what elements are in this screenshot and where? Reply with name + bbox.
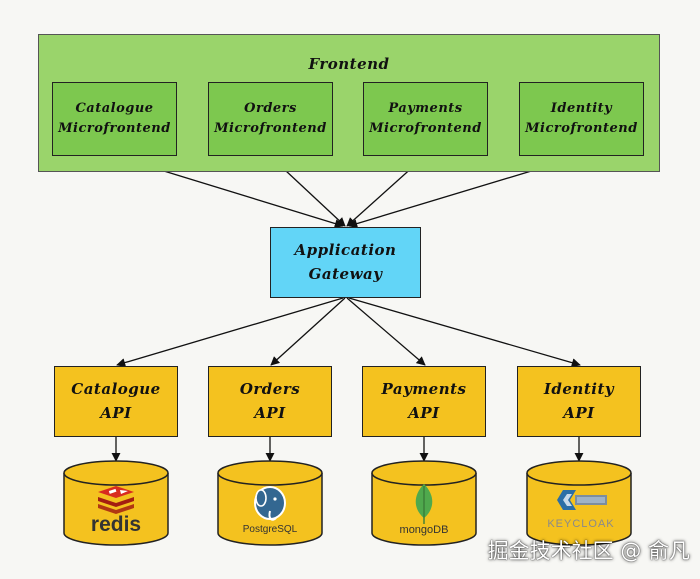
payments-microfrontend-label: Payments Microfrontend (369, 100, 482, 136)
arrow-gateway-to-payments-api (346, 297, 426, 366)
database-cylinder-redis: redis (63, 460, 169, 546)
application-gateway-label: Application Gateway (294, 241, 397, 283)
watermark: 掘金技术社区 @ 俞凡 (487, 539, 690, 563)
mongodb-leaf-icon (415, 484, 433, 524)
identity-api-label: Identity API (543, 380, 615, 422)
database-cylinder-keycloak: KEYCLOAK (526, 460, 632, 546)
frontend-title: Frontend (308, 55, 390, 73)
orders-api-label: Orders API (239, 380, 301, 422)
payments-microfrontend-box: Payments Microfrontend (363, 82, 488, 156)
orders-api-box: Orders API (208, 366, 332, 437)
mongodb-logo-text: mongoDB (400, 524, 449, 536)
catalogue-microfrontend-box: Catalogue Microfrontend (52, 82, 177, 156)
keycloak-icon (557, 490, 607, 510)
redis-logo-text: redis (91, 513, 141, 536)
arrow-gateway-to-catalogue-api (116, 297, 344, 368)
keycloak-logo-text: KEYCLOAK (547, 518, 614, 530)
payments-api-box: Payments API (362, 366, 486, 437)
catalogue-api-label: Catalogue API (71, 380, 161, 422)
database-cylinder-mongodb: mongoDB (371, 460, 477, 546)
redis-icon (98, 486, 134, 514)
postgresql-logo-text: PostgreSQL (243, 524, 298, 535)
orders-microfrontend-box: Orders Microfrontend (208, 82, 333, 156)
payments-api-label: Payments API (381, 380, 467, 422)
orders-microfrontend-label: Orders Microfrontend (214, 100, 327, 136)
identity-microfrontend-box: Identity Microfrontend (519, 82, 644, 156)
postgresql-elephant-icon (254, 486, 286, 521)
identity-api-box: Identity API (517, 366, 641, 437)
catalogue-api-box: Catalogue API (54, 366, 178, 437)
identity-microfrontend-label: Identity Microfrontend (525, 100, 638, 136)
catalogue-microfrontend-label: Catalogue Microfrontend (58, 100, 171, 136)
arrow-gateway-to-identity-api (348, 297, 581, 368)
arrow-gateway-to-orders-api (270, 297, 346, 366)
database-cylinder-postgresql: PostgreSQL (217, 460, 323, 546)
application-gateway-box: Application Gateway (270, 227, 421, 298)
